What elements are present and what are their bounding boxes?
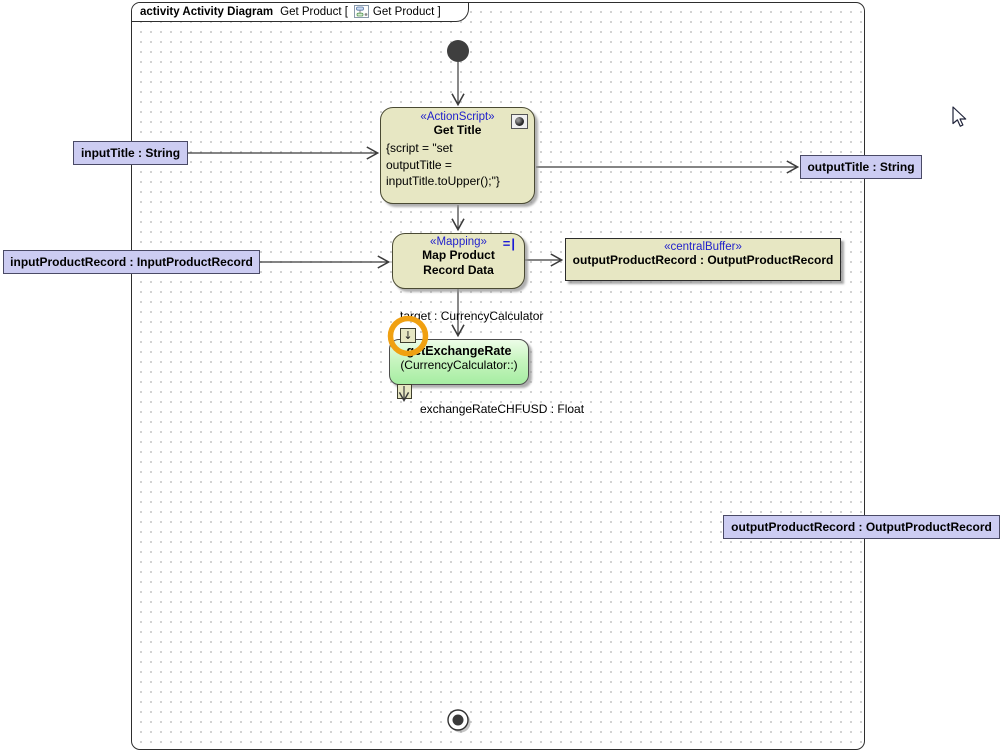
central-buffer-stereotype: «centralBuffer»: [664, 241, 742, 253]
object-node-output-product-record[interactable]: outputProductRecord : OutputProductRecor…: [723, 515, 1000, 539]
gear-icon: [511, 114, 528, 129]
get-title-stereotype: «ActionScript»: [420, 111, 495, 123]
object-node-output-title[interactable]: outputTitle : String: [800, 155, 922, 179]
pin-down-arrow-icon: ↓: [403, 329, 413, 342]
central-buffer-node[interactable]: «centralBuffer» outputProductRecord : Ou…: [565, 238, 841, 281]
action-map-product[interactable]: «Mapping» =| Map Product Record Data: [392, 233, 525, 289]
target-pin-label: target : CurrencyCalculator: [400, 309, 544, 323]
frame-kind-label: activity Activity Diagram: [140, 5, 274, 18]
get-exchange-rate-name: getExchangeRate: [406, 344, 512, 358]
central-buffer-name: outputProductRecord : OutputProductRecor…: [572, 253, 834, 267]
call-node-get-exchange-rate[interactable]: getExchangeRate (CurrencyCalculator::): [389, 339, 529, 385]
frame-name-open: Get Product [: [280, 5, 348, 18]
object-node-input-product-record[interactable]: inputProductRecord : InputProductRecord: [3, 250, 260, 274]
action-get-title[interactable]: «ActionScript» Get Title {script = "set …: [380, 107, 535, 204]
frame-header[interactable]: activity Activity Diagram Get Product [ …: [132, 3, 469, 22]
target-input-pin[interactable]: ↓: [400, 328, 416, 343]
get-title-script: {script = "set outputTitle = inputTitle.…: [386, 141, 500, 188]
map-product-stereotype: «Mapping»: [430, 236, 487, 248]
mapping-icon: =|: [502, 236, 516, 251]
get-title-name: Get Title: [433, 123, 482, 137]
map-product-name: Map Product Record Data: [422, 248, 495, 277]
frame-name-close: Get Product ]: [372, 5, 441, 18]
activity-diagram-icon: [353, 5, 369, 18]
exchange-rate-pin-label: exchangeRateCHFUSD : Float: [420, 402, 585, 416]
object-node-input-title[interactable]: inputTitle : String: [73, 141, 188, 165]
exchange-rate-output-pin[interactable]: [397, 384, 412, 399]
get-exchange-rate-owner: (CurrencyCalculator::): [400, 358, 518, 372]
